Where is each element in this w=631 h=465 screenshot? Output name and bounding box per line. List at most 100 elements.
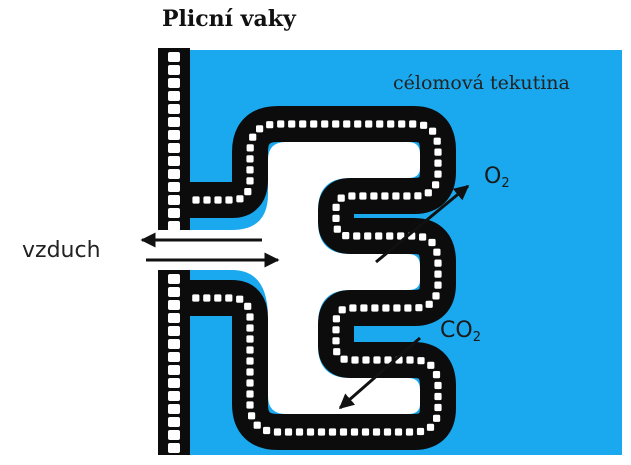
carbon-dioxide-label: CO2 — [440, 318, 481, 345]
body-wall-cell — [168, 417, 180, 427]
epithelial-cell — [433, 137, 441, 145]
epithelial-cell — [225, 294, 233, 302]
epithelial-cell — [339, 428, 348, 436]
body-wall-cell — [168, 52, 180, 62]
epithelial-cell — [214, 294, 222, 302]
epithelial-cell — [332, 315, 340, 323]
epithelial-cell — [332, 203, 340, 211]
epithelial-cell — [192, 294, 200, 302]
body-wall-cell — [168, 65, 180, 75]
epithelial-cell — [373, 356, 381, 364]
epithelial-cell — [427, 361, 435, 369]
epithelial-cell — [343, 120, 351, 128]
epithelial-cell — [414, 192, 422, 200]
epithelial-cell — [416, 427, 425, 436]
body-wall-cell — [168, 91, 180, 101]
epithelial-cell — [370, 192, 378, 200]
epithelial-cell — [404, 304, 412, 312]
epithelial-cell — [426, 423, 435, 431]
body-wall-cell — [168, 313, 180, 323]
body-wall — [158, 48, 190, 455]
epithelial-cell — [288, 120, 296, 128]
epithelial-cell — [406, 356, 414, 364]
body-wall-cell — [168, 208, 180, 218]
epithelial-cell — [246, 368, 254, 376]
epithelial-cell — [246, 390, 254, 398]
epithelial-cell — [246, 313, 254, 321]
epithelial-cell — [236, 195, 244, 203]
carbon-dioxide-arrow — [338, 336, 421, 410]
air-label: vzduch — [22, 238, 101, 263]
epithelial-cell — [236, 295, 244, 303]
epithelial-cell — [434, 281, 442, 289]
body-wall-cell — [168, 130, 180, 140]
epithelial-cell — [434, 159, 442, 167]
epithelial-cell — [332, 337, 340, 345]
oxygen-subscript: 2 — [501, 176, 510, 191]
epithelial-cell — [337, 194, 345, 202]
epithelial-cell — [386, 232, 394, 240]
epithelial-cell — [349, 304, 357, 312]
epithelial-cell — [376, 120, 384, 128]
epithelial-cell — [244, 302, 252, 310]
epithelial-cell — [371, 304, 379, 312]
epithelial-cell — [333, 225, 341, 233]
epithelial-cell — [425, 300, 433, 308]
body-wall-cell — [168, 378, 180, 388]
body-wall-cell — [168, 391, 180, 401]
body-wall-cell — [168, 300, 180, 310]
epithelial-cell — [321, 120, 329, 128]
epithelial-cell — [419, 233, 427, 241]
epithelial-cell — [225, 196, 233, 204]
epithelial-cell — [246, 379, 254, 387]
epithelial-cell — [361, 428, 370, 436]
epithelial-cell — [393, 304, 401, 312]
epithelial-cell — [409, 120, 417, 128]
body-wall-cell — [168, 365, 180, 375]
epithelial-cell — [332, 214, 340, 222]
oxygen-symbol: O — [484, 164, 502, 189]
epithelial-cell — [365, 120, 373, 128]
epithelial-cell — [403, 192, 411, 200]
epithelial-cell — [203, 196, 211, 204]
body-wall-cell — [168, 156, 180, 166]
body-wall-cell — [168, 143, 180, 153]
body-wall-cell — [168, 430, 180, 440]
epithelial-cell — [246, 155, 254, 163]
epithelial-cell — [246, 401, 254, 409]
epithelial-cell — [428, 238, 436, 247]
epithelial-cell — [354, 120, 362, 128]
body-wall-cell — [168, 104, 180, 114]
epithelial-cell — [397, 232, 405, 240]
epithelial-cell — [432, 181, 440, 189]
epithelial-cell — [381, 192, 389, 200]
oxygen-arrow — [375, 184, 470, 264]
carbon-dioxide-subscript: 2 — [472, 330, 481, 345]
epithelial-cell — [317, 428, 326, 436]
epithelial-cell — [246, 346, 254, 354]
epithelial-cell — [394, 428, 403, 436]
epithelial-cell — [333, 348, 341, 356]
epithelial-cell — [246, 166, 254, 174]
epithelial-cell — [244, 188, 252, 196]
epithelial-cell — [364, 232, 372, 240]
body-wall-cell — [168, 169, 180, 179]
epithelial-cell — [192, 196, 200, 204]
epithelial-cell — [306, 428, 315, 436]
epithelial-cell — [248, 412, 256, 420]
epithelial-cell — [383, 428, 392, 436]
body-wall-cell — [168, 117, 180, 127]
body-wall-cell — [168, 78, 180, 88]
epithelial-cell — [387, 120, 395, 128]
epithelial-cell — [360, 304, 368, 312]
epithelial-cell — [432, 371, 441, 379]
epithelial-cell — [429, 127, 437, 135]
epithelial-cell — [362, 356, 370, 364]
epithelial-cell — [246, 144, 254, 152]
epithelial-cell — [203, 294, 211, 302]
epithelial-cell — [372, 428, 381, 436]
epithelial-cell — [433, 248, 441, 256]
epithelial-cell — [263, 426, 271, 435]
epithelial-cell — [434, 381, 442, 390]
epithelial-cell — [273, 428, 282, 436]
